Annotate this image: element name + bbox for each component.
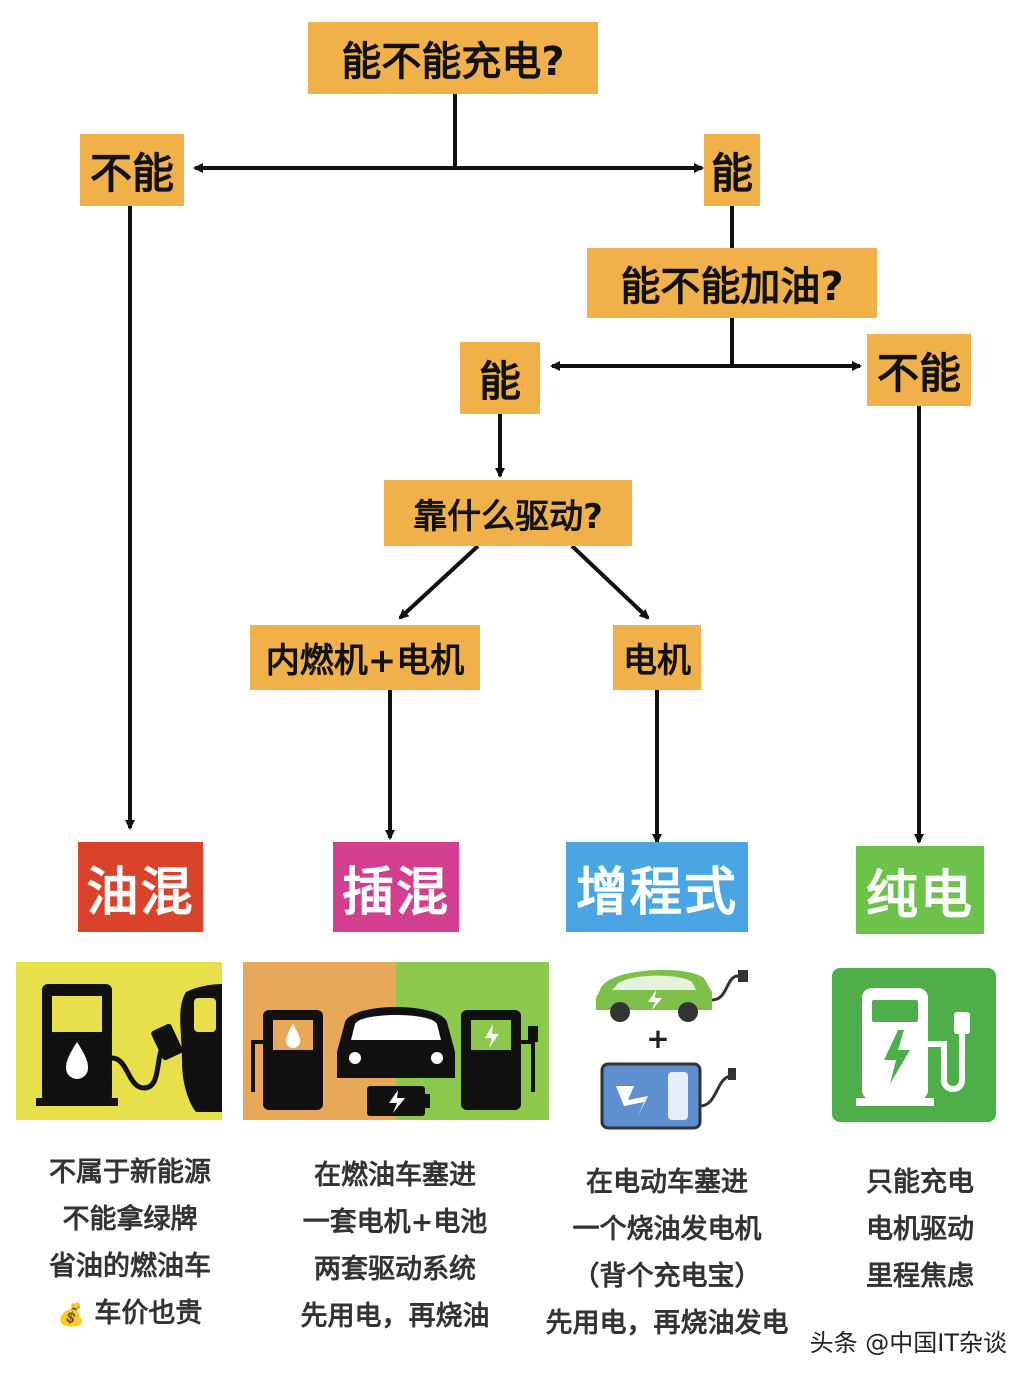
- hev-line-1: 不属于新能源: [49, 1157, 211, 1188]
- answer-engine-plus-motor: 内燃机+电机: [250, 625, 480, 690]
- hev-line-3: 省油的燃油车: [49, 1251, 211, 1282]
- power-bank-icon: [600, 1062, 736, 1130]
- category-bev: 纯电: [856, 846, 984, 934]
- question-can-charge: 能不能充电?: [308, 22, 598, 94]
- answer-motor: 电机: [613, 625, 701, 690]
- answer-cannot-refuel: 不能: [867, 334, 971, 406]
- plug-icon: [711, 970, 748, 1002]
- erev-line-1: 在电动车塞进: [586, 1167, 748, 1198]
- hev-line-2: 不能拿绿牌: [62, 1204, 198, 1235]
- car-icon: [596, 969, 712, 1022]
- hev-line-4: 💰 车价也贵: [30, 1290, 230, 1339]
- bev-line-2: 电机驱动: [866, 1214, 974, 1245]
- question-can-refuel: 能不能加油?: [587, 248, 877, 318]
- question-drive-type: 靠什么驱动?: [384, 480, 632, 546]
- answer-cannot-charge: 不能: [80, 134, 184, 206]
- erev-line-4: 先用电，再烧油发电: [545, 1308, 789, 1339]
- category-phev: 插混: [333, 842, 459, 932]
- phev-illustration: [243, 962, 549, 1120]
- phev-line-1: 在燃油车塞进: [314, 1160, 476, 1191]
- fuel-pump-icon: [36, 984, 118, 1106]
- answer-can-charge: 能: [704, 134, 760, 206]
- bev-line-1: 只能充电: [866, 1167, 974, 1198]
- car-icon: [337, 1007, 455, 1078]
- erev-description: 在电动车塞进 一个烧油发电机 （背个充电宝） 先用电，再烧油发电: [532, 1159, 802, 1347]
- hev-description: 不属于新能源 不能拿绿牌 省油的燃油车 💰 车价也贵: [30, 1149, 230, 1339]
- hev-illustration: [16, 962, 222, 1120]
- fuel-nozzle-icon: [111, 1023, 183, 1091]
- watermark: 头条 @中国IT杂谈: [809, 1329, 1007, 1357]
- battery-icon: [367, 1086, 430, 1116]
- phev-line-4: 先用电，再烧油: [300, 1301, 490, 1332]
- answer-can-refuel: 能: [460, 342, 540, 414]
- bev-description: 只能充电 电机驱动 里程焦虑: [845, 1159, 995, 1300]
- charging-station-icon: [856, 988, 970, 1106]
- phev-description: 在燃油车塞进 一套电机+电池 两套驱动系统 先用电，再烧油: [280, 1152, 510, 1340]
- money-bag-icon: 💰: [57, 1303, 85, 1328]
- phev-line-3: 两套驱动系统: [314, 1254, 476, 1285]
- bev-line-3: 里程焦虑: [866, 1261, 974, 1292]
- erev-illustration: +: [588, 956, 758, 1134]
- phev-line-2: 一套电机+电池: [302, 1207, 488, 1238]
- plus-sign: +: [646, 1022, 669, 1055]
- category-hev: 油混: [78, 842, 203, 932]
- erev-line-2: 一个烧油发电机: [572, 1214, 762, 1245]
- category-erev: 增程式: [566, 842, 748, 932]
- charging-station-icon: [461, 1010, 538, 1110]
- hev-line-4-text: 车价也贵: [94, 1298, 203, 1329]
- car-icon: [180, 984, 222, 1112]
- fuel-pump-icon: [251, 1010, 323, 1110]
- erev-line-3: （背个充电宝）: [572, 1261, 762, 1292]
- bev-illustration: [832, 968, 996, 1122]
